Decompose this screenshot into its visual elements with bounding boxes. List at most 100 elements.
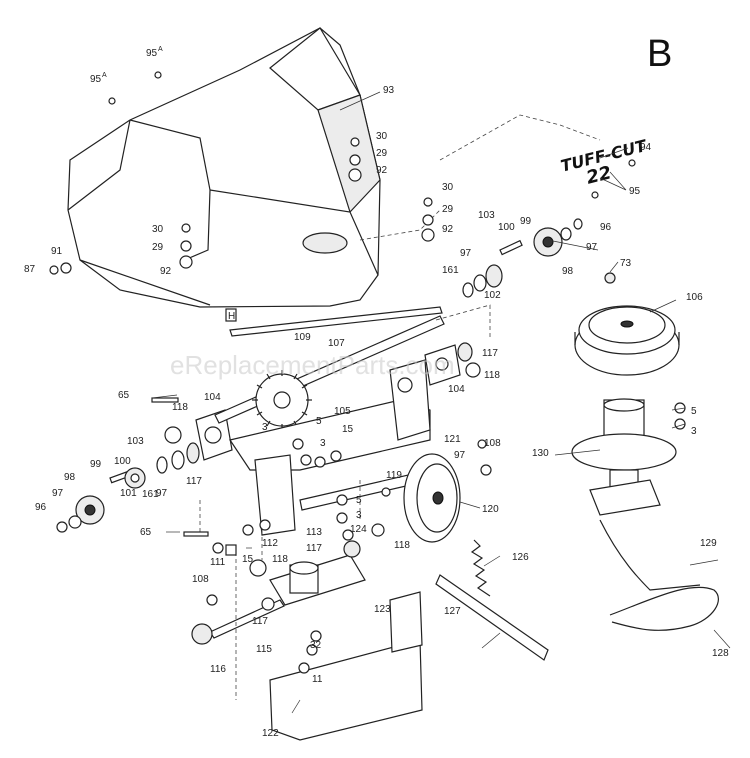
callout-108: 108	[192, 574, 209, 585]
callout-65: 65	[118, 390, 130, 401]
callout-11: 11	[312, 674, 323, 685]
callout-104: 104	[448, 384, 465, 395]
callout-108: 108	[484, 438, 501, 449]
section-letter: B	[647, 33, 672, 75]
auger-shaft	[214, 306, 445, 430]
callout-92: 92	[160, 266, 172, 277]
callout-112: 112	[262, 538, 278, 549]
callout-124: 124	[350, 524, 367, 535]
callout-102: 102	[484, 290, 501, 301]
pulley-hub	[571, 398, 677, 516]
callout-127: 127	[444, 606, 461, 617]
drive-gear-left	[75, 495, 105, 525]
fasteners	[49, 71, 686, 674]
callout-29: 29	[442, 204, 454, 215]
callout-98: 98	[562, 266, 574, 277]
callout-113: 113	[306, 527, 322, 538]
callout-103: 103	[478, 210, 495, 221]
callout-92: 92	[376, 165, 388, 176]
callout-118: 118	[272, 554, 288, 565]
mount-bracket	[269, 591, 423, 741]
callout-121: 121	[444, 434, 461, 445]
callout-99: 99	[520, 216, 532, 227]
callout-161: 161	[142, 489, 159, 500]
callout-101: 101	[120, 488, 137, 499]
callout-99: 99	[90, 459, 102, 470]
callout-161: 161	[442, 265, 459, 276]
callout-92: 92	[442, 224, 454, 235]
brake-band	[609, 586, 719, 631]
callout-5: 5	[316, 416, 322, 427]
callout-118: 118	[172, 402, 188, 413]
svg-text:H: H	[228, 311, 235, 322]
callout-97: 97	[156, 488, 168, 499]
callout-117: 117	[306, 543, 322, 554]
callout-100: 100	[498, 222, 515, 233]
callout-123: 123	[374, 604, 391, 615]
callout-96: 96	[600, 222, 612, 233]
drive-frame	[229, 359, 433, 536]
callout-117: 117	[482, 348, 498, 359]
callout-93: 93	[383, 85, 395, 96]
right-bearing-stack	[424, 342, 481, 386]
callout-65: 65	[140, 527, 152, 538]
callout-104: 104	[204, 392, 221, 403]
marker-h: H	[225, 308, 237, 322]
callout-3: 3	[320, 438, 326, 449]
callout-116: 116	[210, 664, 226, 675]
callout-87: 87	[24, 264, 36, 275]
callout-126: 126	[512, 552, 529, 563]
drive-pulley	[574, 305, 680, 376]
callout-119: 119	[386, 470, 402, 481]
callout-15: 15	[242, 554, 254, 565]
callout-94: 94	[640, 142, 652, 153]
svg-text:A: A	[158, 46, 163, 53]
callout-109: 109	[294, 332, 311, 343]
callout-73: 73	[620, 258, 632, 269]
callout-97: 97	[454, 450, 466, 461]
callout-117: 117	[252, 616, 268, 627]
callout-95a-left: 95	[90, 74, 102, 85]
auger-housing-shroud	[67, 27, 381, 308]
callout-3: 3	[691, 426, 697, 437]
callout-118: 118	[394, 540, 410, 551]
right-gear-stack	[462, 218, 583, 298]
leader-lines	[151, 91, 731, 714]
callout-129: 129	[700, 538, 717, 549]
spring	[470, 539, 491, 597]
idler-pulley	[403, 453, 461, 543]
callout-95a-top: 95	[146, 48, 158, 59]
callout-130: 130	[532, 448, 549, 459]
left-auger-stack	[56, 409, 233, 533]
callout-29: 29	[376, 148, 388, 159]
callout-98: 98	[64, 472, 76, 483]
callout-3: 3	[356, 510, 362, 521]
callout-91: 91	[51, 246, 63, 257]
callout-115: 115	[256, 644, 272, 655]
callout-97: 97	[460, 248, 472, 259]
callout-labels: 95 A 95 A 93 94 95 30 29 92 30 29 92 30 …	[24, 46, 729, 739]
lower-bracket	[191, 554, 366, 645]
callout-128: 128	[712, 648, 729, 659]
callout-30: 30	[442, 182, 454, 193]
callout-117: 117	[186, 476, 202, 487]
callout-15: 15	[342, 424, 354, 435]
idler-arm	[435, 574, 549, 661]
callout-5: 5	[356, 495, 362, 506]
callout-5: 5	[691, 406, 697, 417]
callout-106: 106	[686, 292, 703, 303]
callout-3: 3	[262, 422, 268, 433]
callout-105: 105	[334, 406, 351, 417]
callout-30: 30	[152, 224, 164, 235]
callout-122: 122	[262, 728, 279, 739]
callout-32: 32	[310, 640, 322, 651]
callout-97: 97	[52, 488, 64, 499]
callout-95: 95	[629, 186, 641, 197]
watermark: eReplacementParts.com	[170, 350, 455, 380]
callout-111: 111	[210, 557, 226, 568]
svg-text:22: 22	[584, 162, 613, 188]
callout-30: 30	[376, 131, 388, 142]
callout-103: 103	[127, 436, 144, 447]
callout-118: 118	[484, 370, 500, 381]
